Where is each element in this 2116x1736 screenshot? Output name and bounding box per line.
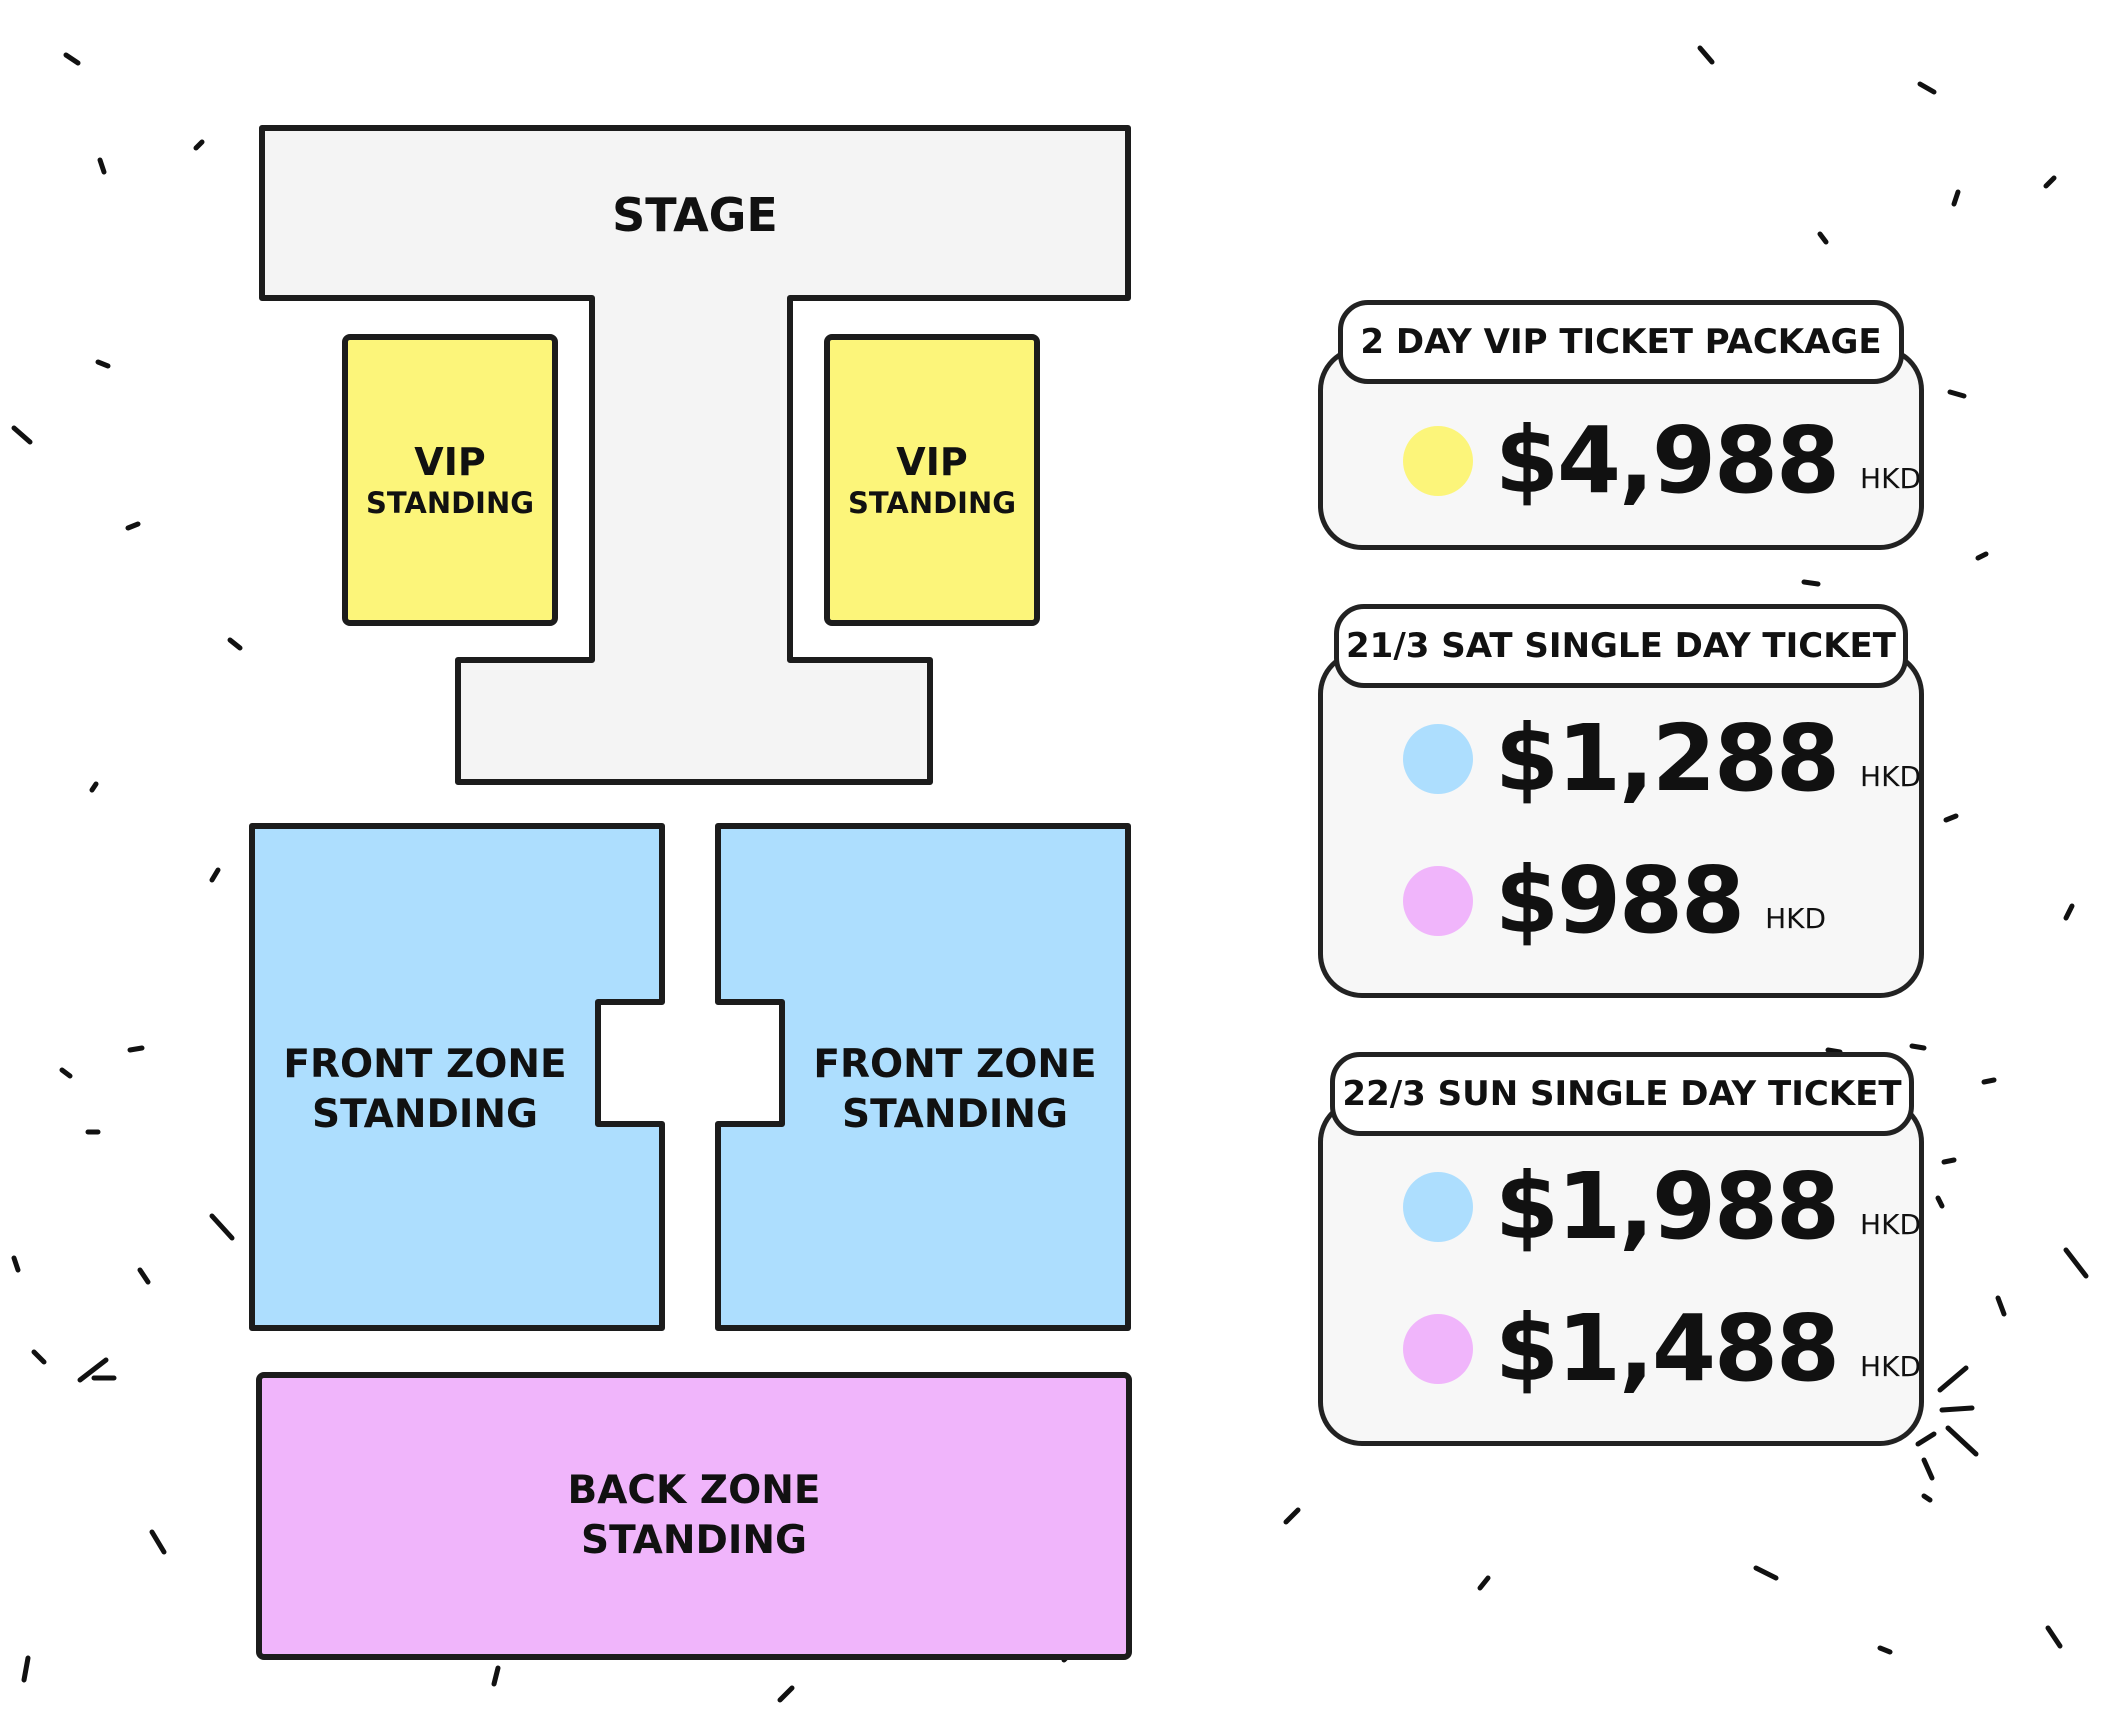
price-currency: HKD (1765, 902, 1827, 935)
front-zone-right-shape (715, 823, 1131, 1331)
stage-platform (259, 125, 1131, 785)
stage-label: STAGE (612, 188, 778, 242)
zone-label: VIP (896, 440, 968, 484)
zone-label: FRONT ZONE (283, 1042, 567, 1087)
zone-label: STANDING (580, 1518, 808, 1563)
price-currency: HKD (1860, 462, 1922, 495)
front-zone-left-shape (249, 823, 665, 1331)
zone-label: STANDING (847, 486, 1017, 520)
price-currency: HKD (1860, 760, 1922, 793)
vip-standing-right-zone[interactable]: VIP STANDING (824, 334, 1040, 626)
ticket-card-sun-single-day: $1,988 HKD $1,488 HKD (1318, 1098, 1924, 1446)
color-dot (1403, 1314, 1473, 1384)
zone-label: STANDING (365, 486, 535, 520)
ticket-title: 21/3 SAT SINGLE DAY TICKET (1334, 604, 1908, 688)
color-dot (1403, 866, 1473, 936)
color-dot (1403, 724, 1473, 794)
back-zone-standing[interactable]: BACK ZONE STANDING (256, 1372, 1132, 1660)
color-dot (1403, 426, 1473, 496)
price-currency: HKD (1860, 1208, 1922, 1241)
zone-label: BACK ZONE (567, 1468, 821, 1513)
price-amount: $4,988 (1495, 407, 1840, 514)
vip-standing-left-zone[interactable]: VIP STANDING (342, 334, 558, 626)
zone-label: STANDING (841, 1092, 1069, 1137)
price-currency: HKD (1860, 1350, 1922, 1383)
front-zone-right-label[interactable]: FRONT ZONE STANDING (782, 1040, 1128, 1140)
front-zone-left-label[interactable]: FRONT ZONE STANDING (252, 1040, 598, 1140)
zone-label: STANDING (311, 1092, 539, 1137)
color-dot (1403, 1172, 1473, 1242)
ticket-card-sat-single-day: $1,288 HKD $988 HKD (1318, 650, 1924, 998)
ticket-title: 2 DAY VIP TICKET PACKAGE (1338, 300, 1904, 384)
price-amount: $1,288 (1495, 705, 1840, 812)
price-amount: $988 (1495, 847, 1745, 954)
zone-label: VIP (414, 440, 486, 484)
zone-label: FRONT ZONE (813, 1042, 1097, 1087)
price-amount: $1,488 (1495, 1295, 1840, 1402)
price-amount: $1,988 (1495, 1153, 1840, 1260)
ticket-title: 22/3 SUN SINGLE DAY TICKET (1330, 1052, 1914, 1136)
